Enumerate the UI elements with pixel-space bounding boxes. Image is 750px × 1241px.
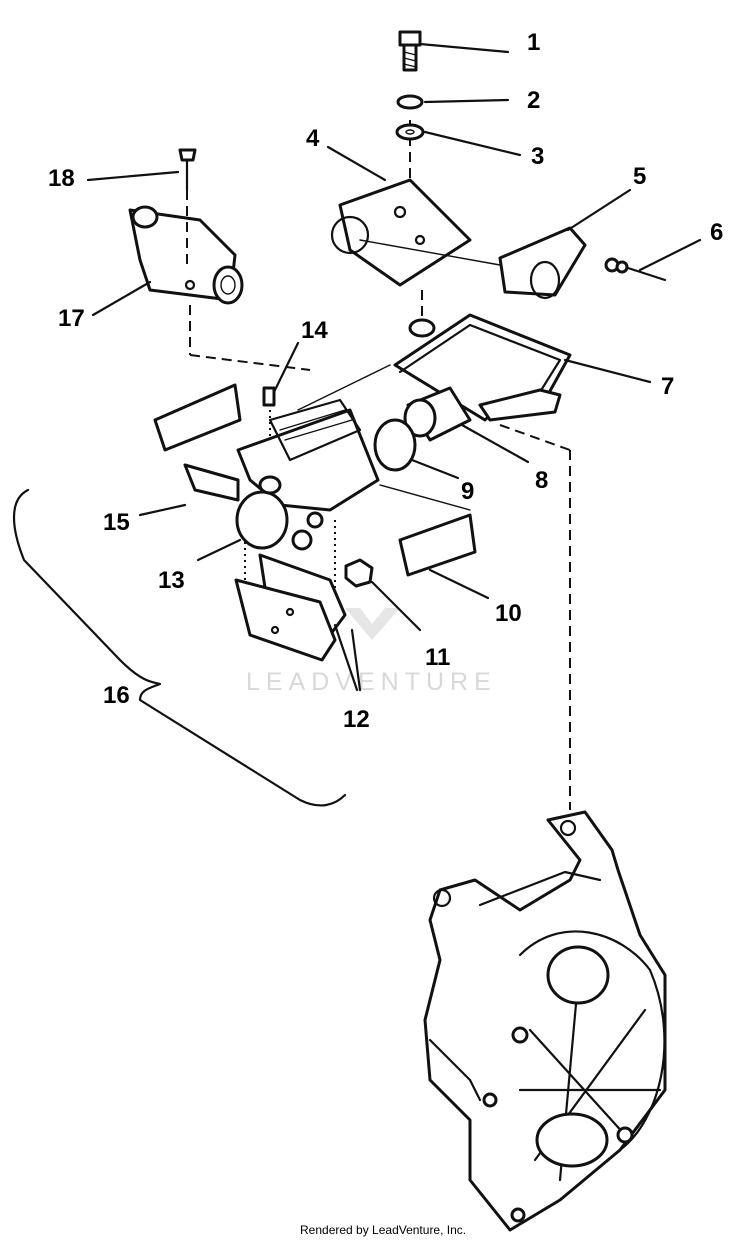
part-9-o-ring xyxy=(373,418,417,472)
chaincase-housing xyxy=(423,810,667,1232)
callout-7: 7 xyxy=(661,373,674,400)
part-16-brace xyxy=(12,488,347,807)
part-1-bolt xyxy=(398,30,422,72)
callout-1: 1 xyxy=(527,29,540,56)
part-13-caliper xyxy=(235,398,380,551)
callout-8: 8 xyxy=(535,467,548,494)
part-8-bushing xyxy=(403,386,472,442)
callout-17: 17 xyxy=(58,305,85,332)
callout-10: 10 xyxy=(495,600,522,627)
part-17-fitting xyxy=(128,205,244,305)
footer-credit: Rendered by LeadVenture, Inc. xyxy=(300,1223,466,1237)
callout-3: 3 xyxy=(531,143,544,170)
callout-12: 12 xyxy=(343,706,370,733)
callout-15: 15 xyxy=(103,509,130,536)
part-6-screw xyxy=(604,257,667,282)
callout-4: 4 xyxy=(306,125,320,152)
callout-9: 9 xyxy=(461,478,474,505)
callout-labels: 1 2 3 4 5 6 7 8 9 10 11 12 13 14 15 16 1… xyxy=(48,29,723,733)
callout-6: 6 xyxy=(710,219,723,246)
part-7-frame xyxy=(393,313,572,422)
callout-16: 16 xyxy=(103,682,130,709)
callout-11: 11 xyxy=(425,644,450,671)
part-5-pivot-housing xyxy=(359,226,587,300)
part-2-lock-washer xyxy=(396,94,424,110)
part-18-screw xyxy=(178,148,197,265)
part-14-bleeder-screw xyxy=(262,341,300,407)
part-15-pin xyxy=(183,463,240,502)
part-12-brake-pads xyxy=(234,553,362,692)
leader-lines xyxy=(86,42,702,632)
watermark-text: LEADVENTURE xyxy=(246,668,497,696)
watermark-logo: LEADVENTURE xyxy=(246,608,497,696)
part-10-pad xyxy=(398,513,477,577)
callout-2: 2 xyxy=(527,87,540,114)
upper-pad xyxy=(153,383,242,452)
callout-13: 13 xyxy=(158,567,185,594)
part-3-flat-washer xyxy=(395,123,425,141)
callout-5: 5 xyxy=(633,163,646,190)
callout-14: 14 xyxy=(301,317,328,344)
callout-18: 18 xyxy=(48,165,75,192)
part-11-nut xyxy=(344,558,374,588)
part-4-bracket xyxy=(330,178,472,287)
